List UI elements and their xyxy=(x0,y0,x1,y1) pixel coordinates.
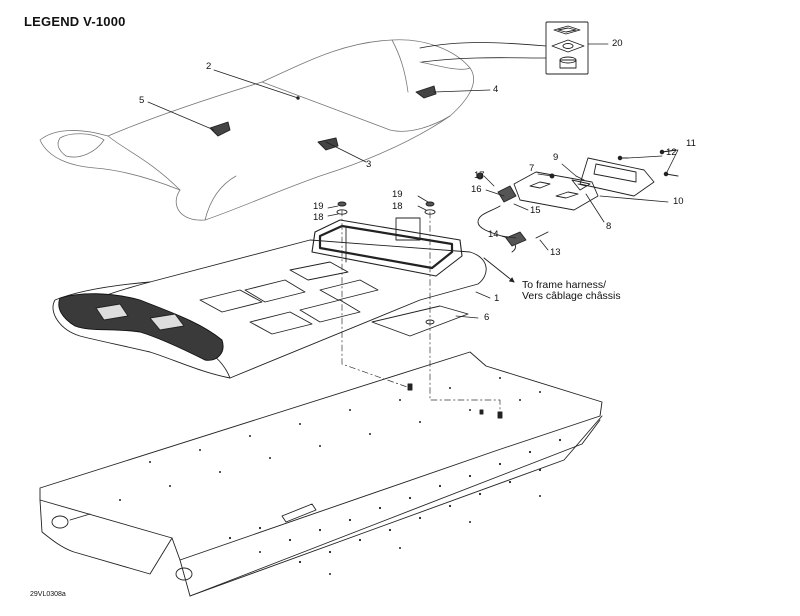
callout-18-right[interactable]: 18 xyxy=(392,201,403,212)
drawing-code: 29VL0308a xyxy=(30,591,66,598)
seat-cushion xyxy=(39,39,475,221)
diagram-title: LEGEND V-1000 xyxy=(24,14,126,29)
callout-7[interactable]: 7 xyxy=(529,163,535,174)
callout-11[interactable]: 11 xyxy=(686,138,696,149)
callout-8[interactable]: 8 xyxy=(606,221,612,232)
callout-6[interactable]: 6 xyxy=(484,312,490,323)
callout-5[interactable]: 5 xyxy=(139,95,145,106)
storage-bin-lid xyxy=(371,305,469,337)
callout-18-left[interactable]: 18 xyxy=(313,212,324,223)
fasteners-18-19 xyxy=(336,201,436,215)
callout-15[interactable]: 15 xyxy=(530,205,541,216)
harness-note: To frame harness/ Vers câblage châssis xyxy=(522,280,621,302)
callout-2[interactable]: 2 xyxy=(206,61,212,72)
seat-emblem-left xyxy=(209,121,231,137)
tunnel-frame xyxy=(39,351,603,597)
seat-emblem-center xyxy=(317,137,339,151)
callout-19-left[interactable]: 19 xyxy=(313,201,324,212)
callout-16[interactable]: 16 xyxy=(471,184,482,195)
callout-17[interactable]: 17 xyxy=(474,170,485,181)
callout-4[interactable]: 4 xyxy=(493,84,499,95)
taillight-housing xyxy=(513,171,599,211)
seat-base-tray xyxy=(52,217,487,379)
callout-12[interactable]: 12 xyxy=(666,147,677,158)
callout-9[interactable]: 9 xyxy=(553,152,559,163)
callout-3[interactable]: 3 xyxy=(366,159,372,170)
seat-emblem-right xyxy=(415,85,437,99)
callout-1[interactable]: 1 xyxy=(494,293,500,304)
callout-14[interactable]: 14 xyxy=(488,229,499,240)
callout-20[interactable]: 20 xyxy=(612,38,623,49)
harness-note-line-1: To frame harness/ xyxy=(522,279,607,291)
taillight-lens xyxy=(579,157,655,197)
callout-13[interactable]: 13 xyxy=(550,247,561,258)
callout-19-right[interactable]: 19 xyxy=(392,189,403,200)
harness-note-line-2: Vers câblage châssis xyxy=(522,290,621,302)
callout-10[interactable]: 10 xyxy=(673,196,684,207)
item-20-detail-box xyxy=(545,21,589,75)
